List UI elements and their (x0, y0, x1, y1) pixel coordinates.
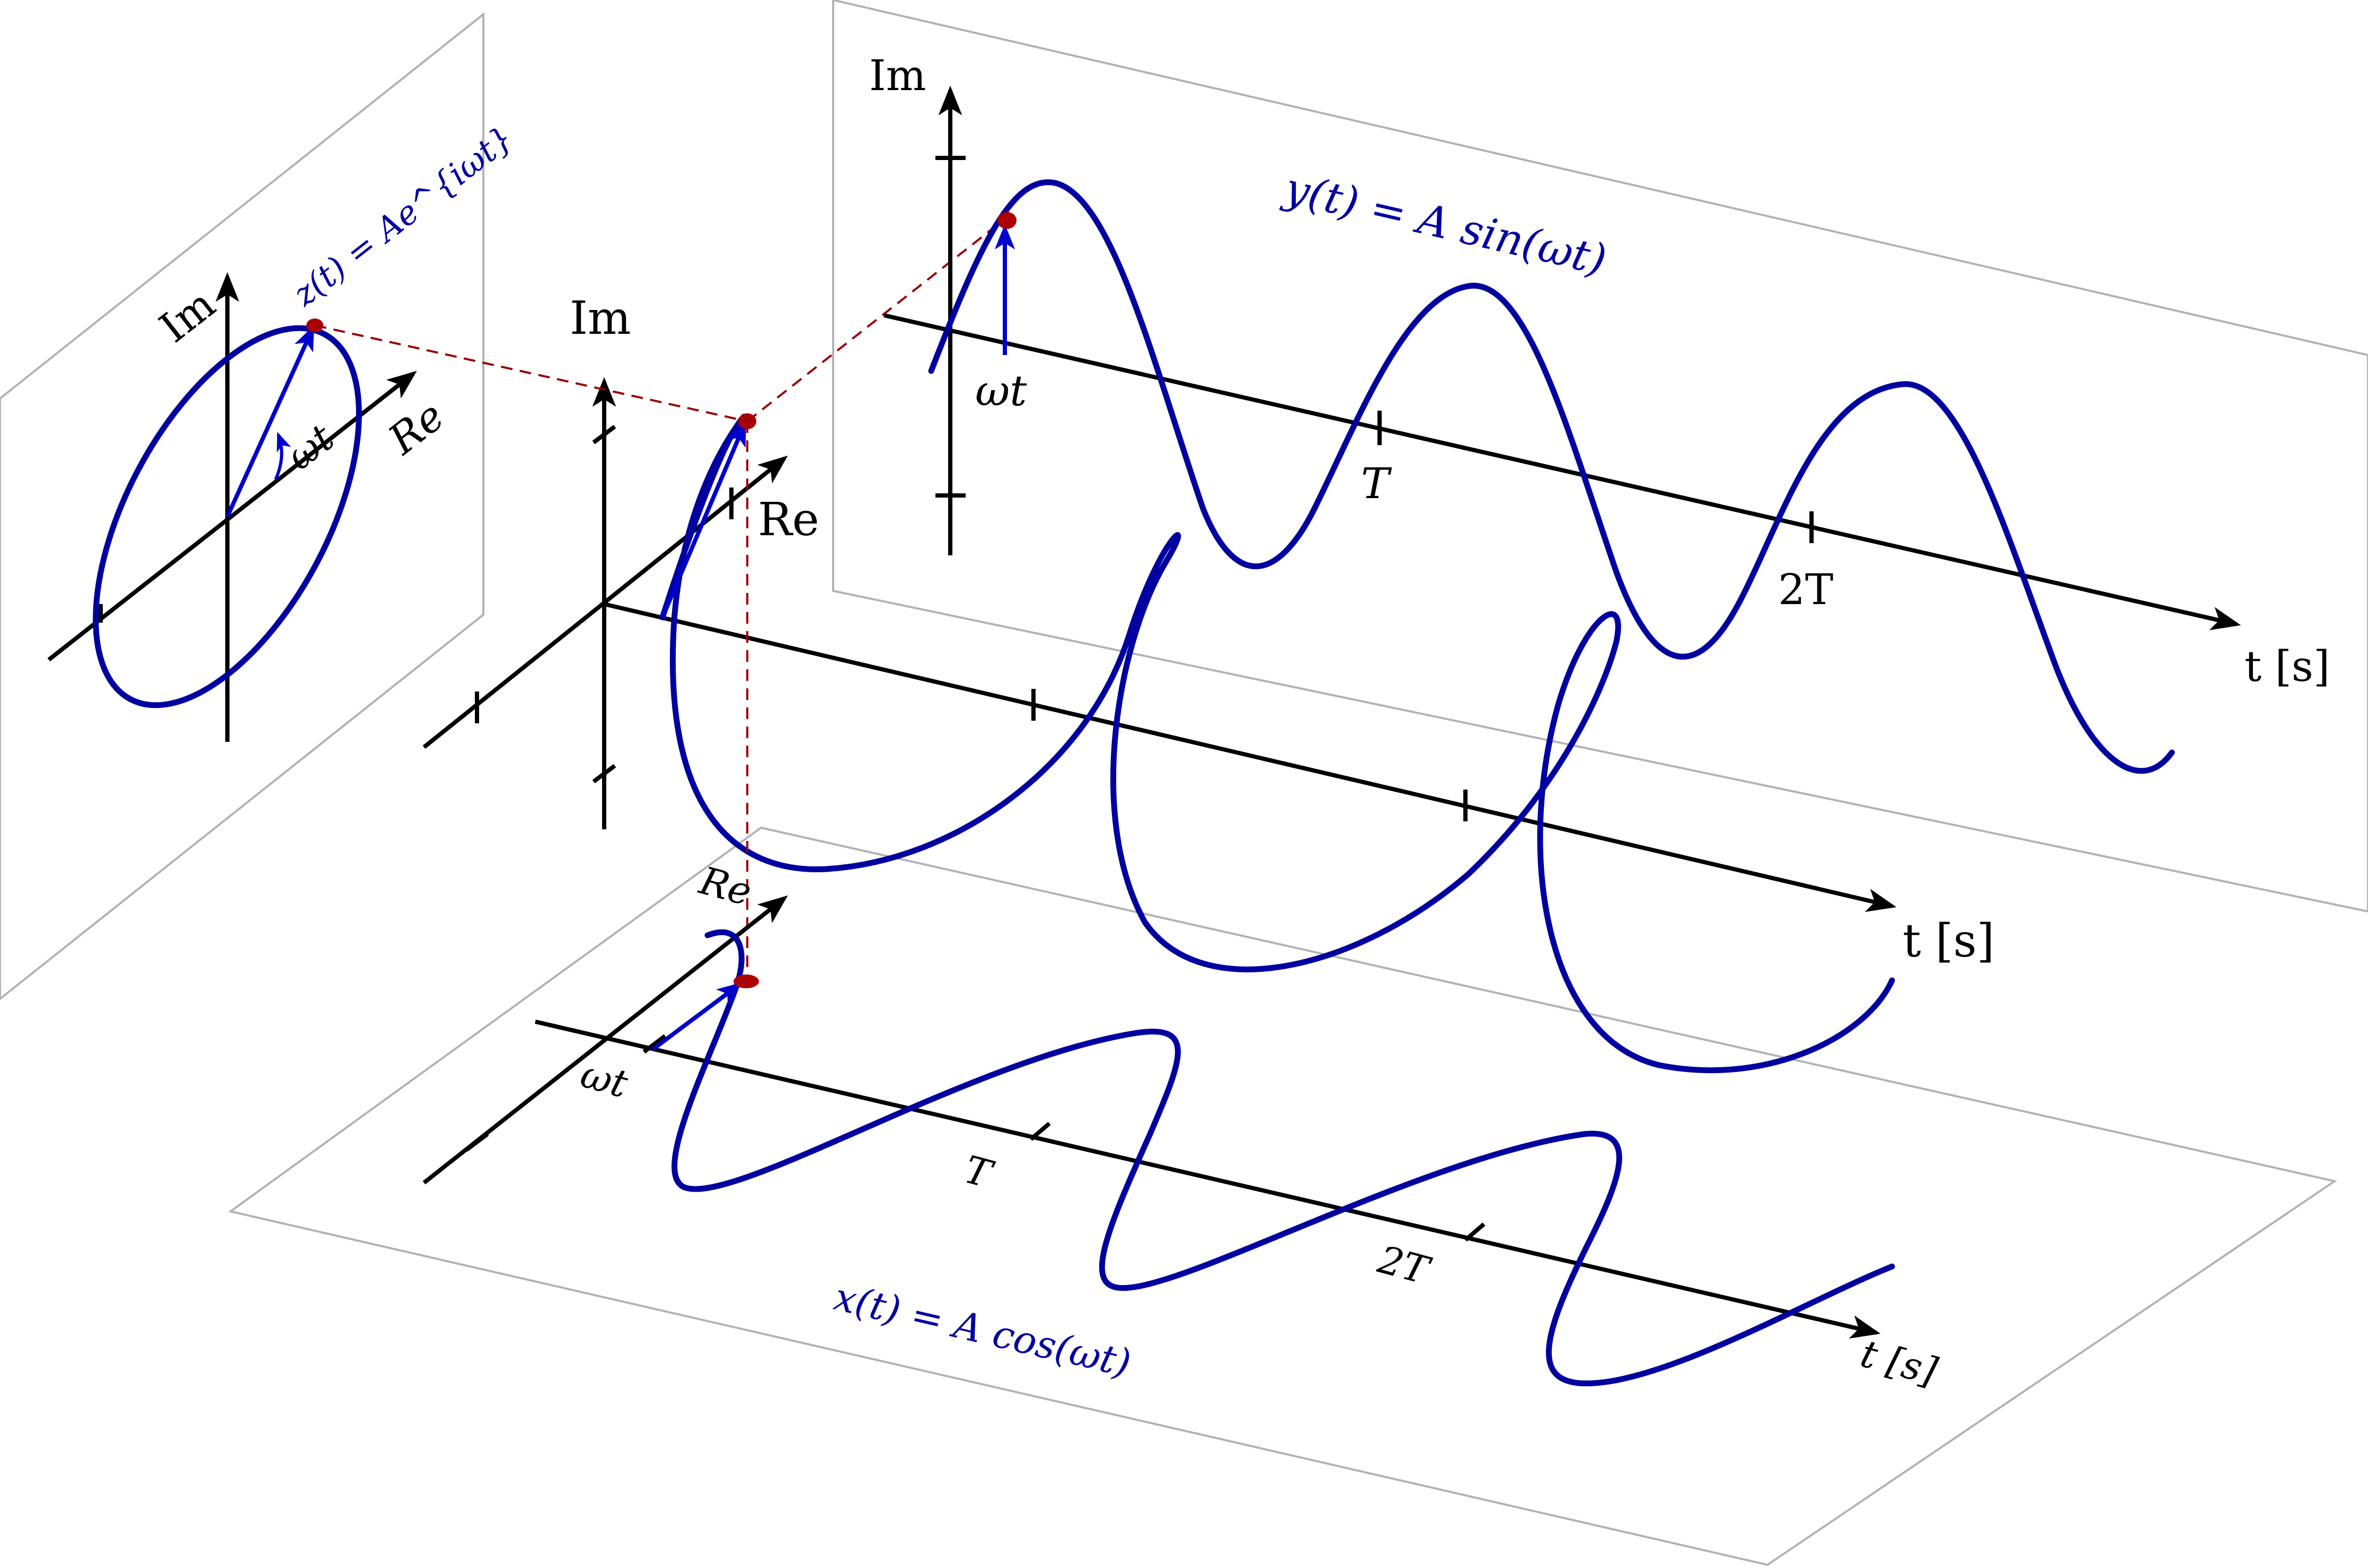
left-panel: Im Re ωt z(t) = Ae^{iωt} (47, 118, 521, 742)
bottom-tick (642, 1034, 667, 1054)
bottom-tick-2T (1464, 1222, 1486, 1242)
center-3d: Im Re t [s] (422, 292, 1994, 1074)
projection-line-left (314, 324, 748, 422)
center-t-axis (604, 602, 1897, 912)
projection-line-top (746, 220, 1003, 422)
bottom-marker-dot (734, 975, 759, 988)
left-formula: z(t) = Ae^{iωt} (286, 118, 521, 314)
helix-curve (659, 413, 1895, 1074)
left-angle-arc (274, 431, 291, 481)
left-phasor-arrow (225, 325, 315, 518)
bottom-tick-T-label: T (960, 1147, 999, 1197)
left-re-axis (47, 370, 417, 662)
bottom-t-label: t [s] (1856, 1331, 1942, 1394)
bottom-tick-2T-label: 2T (1373, 1237, 1436, 1294)
cosine-curve (671, 929, 1895, 1387)
top-plane (832, 0, 2368, 913)
bottom-t-axis (535, 1020, 1881, 1339)
left-im-label: Im (151, 280, 224, 352)
center-tick (592, 764, 616, 784)
bottom-panel: Re ωt T 2T t [s] x(t) = A cos(ωt) (422, 858, 1942, 1394)
bottom-plane (228, 826, 2337, 1566)
top-angle-label: ωt (975, 366, 1027, 415)
center-re-label: Re (758, 493, 819, 546)
top-tick-T-label: T (1361, 459, 1392, 508)
bottom-tick-T (1029, 1121, 1051, 1141)
top-t-axis (883, 313, 2241, 631)
center-im-label: Im (570, 292, 631, 345)
top-formula: y(t) = A sin(ωt) (1279, 163, 1611, 285)
bottom-tick (465, 1132, 489, 1152)
left-circle (93, 325, 362, 708)
center-re-axis (422, 455, 788, 749)
top-t-label: t [s] (2245, 642, 2330, 691)
bottom-formula: x(t) = A cos(ωt) (830, 1274, 1135, 1386)
bottom-phasor-arrow (651, 982, 743, 1051)
sine-curve (928, 179, 2175, 774)
top-marker-dot (997, 212, 1017, 229)
top-im-label: Im (869, 51, 926, 100)
left-plane (0, 12, 484, 1000)
center-phasor-arrow (660, 420, 747, 618)
center-tick (592, 424, 616, 445)
top-tick-2T-label: 2T (1778, 565, 1833, 614)
top-panel: Im ωt T 2T t [s] y(t) = A sin(ωt) (869, 51, 2330, 774)
left-angle-label: ωt (278, 415, 343, 479)
bottom-angle-label: ωt (576, 1051, 633, 1106)
center-t-label: t [s] (1903, 915, 1994, 968)
left-re-label: Re (379, 392, 454, 465)
